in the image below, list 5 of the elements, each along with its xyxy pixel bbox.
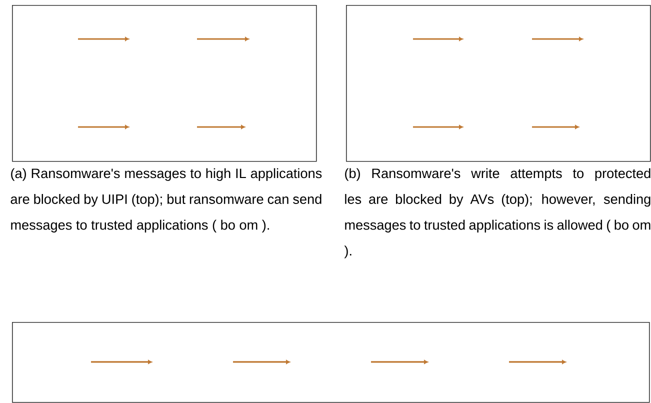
node-label: (b) Ransomware's write attempts to protected les are blocked by AVs (top); however, sending messages to trusted applications is allowed ( bo om ). [344,168,650,258]
panel-box [12,322,650,403]
panel-box [346,4,651,162]
node-label: (a) Ransomware's messages to high IL applications are blocked by UIPI (top); but ransomware can send messages to trusted applications ( bo om ). [10,168,322,232]
panel-box [12,4,317,162]
